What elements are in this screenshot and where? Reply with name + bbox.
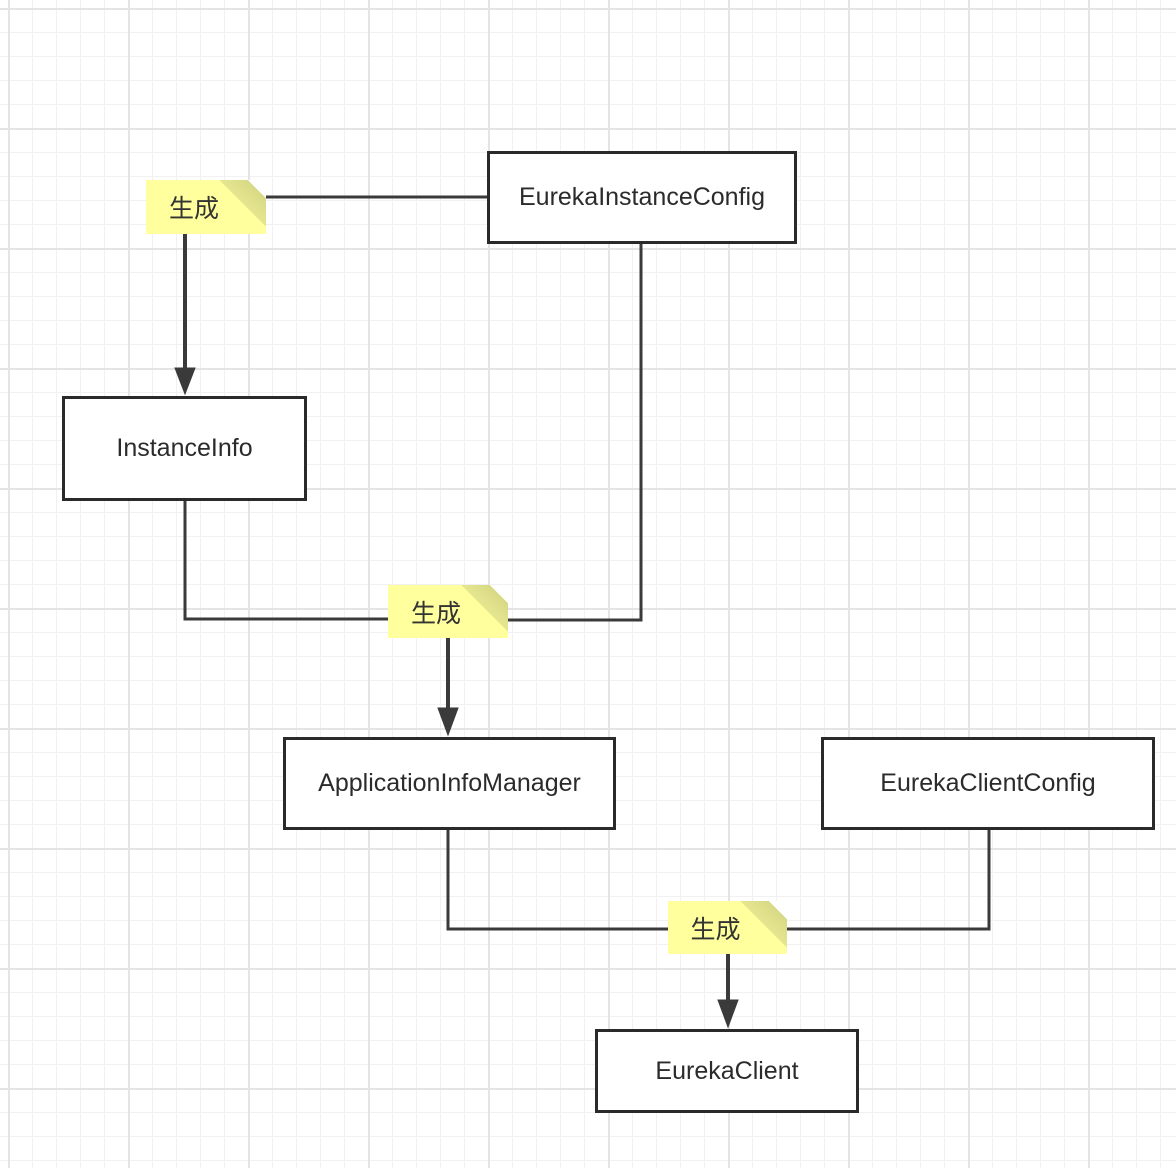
arrowhead-app-info-manager [437, 707, 459, 737]
connector-app-info-manager-to-note-3 [446, 830, 668, 931]
node-eureka-client[interactable]: EurekaClient [595, 1029, 859, 1113]
connector-instance-info-to-note-2 [183, 501, 389, 621]
node-instance-info[interactable]: InstanceInfo [62, 396, 307, 501]
connector-instance-config-to-note-2 [508, 244, 643, 622]
connector-client-config-to-note-3 [787, 830, 991, 931]
note-generate-1[interactable]: 生成 [146, 180, 266, 234]
note-generate-2[interactable]: 生成 [388, 585, 508, 638]
node-eureka-instance-config[interactable]: EurekaInstanceConfig [487, 151, 797, 244]
arrowhead-eureka-client [717, 999, 739, 1029]
node-eureka-client-config[interactable]: EurekaClientConfig [821, 737, 1155, 830]
note-generate-3[interactable]: 生成 [668, 901, 787, 954]
arrowhead-instance-info [174, 367, 196, 396]
node-application-info-manager[interactable]: ApplicationInfoManager [283, 737, 616, 830]
